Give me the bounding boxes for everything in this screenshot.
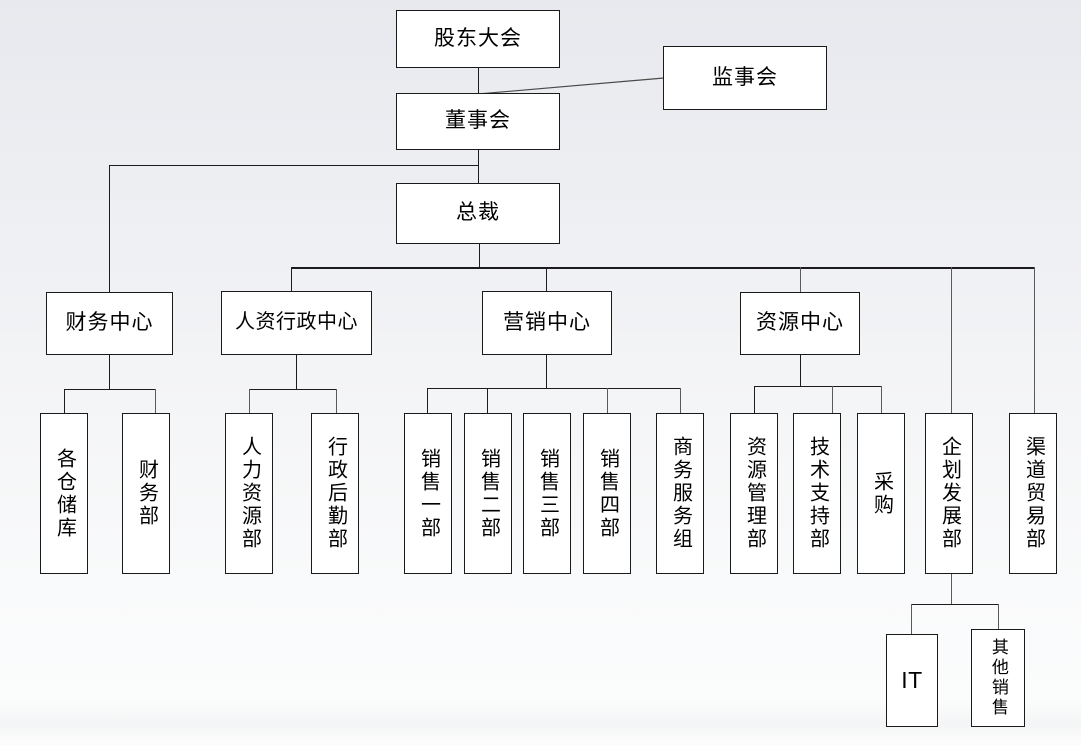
president-bus (291, 267, 1034, 269)
node-warehouses-label: 各仓储库 (53, 447, 76, 540)
edge-shareholders-to-board (478, 68, 479, 93)
edge-board-to-finance-center (109, 165, 110, 292)
edge-resource-to-procurement (881, 386, 882, 413)
node-sales-dept-2[interactable]: 销售二部 (464, 413, 512, 574)
edge-shareholders-to-supervisors (477, 77, 665, 95)
node-finance-center-label: 财务中心 (65, 311, 154, 335)
edge-resource-to-tech-support (832, 386, 833, 413)
edge-planning-to-other-sales (998, 604, 999, 634)
node-sales-dept-3[interactable]: 销售三部 (523, 413, 571, 574)
node-channel-trade-dept[interactable]: 渠道贸易部 (1009, 413, 1057, 574)
edge-hr-to-admin-dept (336, 389, 337, 413)
edge-president-to-resource-center (800, 267, 801, 292)
node-warehouses[interactable]: 各仓储库 (40, 413, 88, 574)
edge-planning-to-it (911, 604, 912, 634)
node-sales-dept-1-label: 销售一部 (417, 447, 440, 540)
edge-finance-to-warehouses (64, 389, 65, 413)
edge-board-bus-left (109, 165, 479, 166)
node-sales-dept-4[interactable]: 销售四部 (583, 413, 631, 574)
node-board-of-supervisors-label: 监事会 (712, 65, 778, 89)
finance-center-bus (64, 389, 156, 390)
node-president-label: 总裁 (456, 201, 500, 225)
node-procurement-label: 采购 (870, 470, 893, 517)
hr-center-bus (249, 389, 337, 390)
planning-bus (911, 604, 999, 605)
node-president[interactable]: 总裁 (396, 183, 560, 244)
node-human-resources-dept[interactable]: 人力资源部 (225, 413, 273, 574)
node-marketing-center[interactable]: 营销中心 (482, 291, 612, 355)
edge-resource-to-resource-mgmt (754, 386, 755, 413)
edge-president-to-planning-dept (951, 267, 952, 413)
edge-board-to-president (478, 150, 479, 183)
node-technical-support-dept[interactable]: 技术支持部 (793, 413, 841, 574)
node-resource-management-dept[interactable]: 资源管理部 (730, 413, 778, 574)
node-sales-dept-4-label: 销售四部 (596, 447, 619, 540)
node-planning-development-dept[interactable]: 企划发展部 (925, 413, 973, 574)
node-finance-center[interactable]: 财务中心 (46, 292, 173, 355)
node-admin-logistics-dept-label: 行政后勤部 (324, 436, 347, 551)
edge-marketing-to-business-service (680, 388, 681, 413)
node-other-sales[interactable]: 其他销售 (971, 629, 1025, 727)
edge-president-to-marketing-center (546, 267, 547, 291)
node-technical-support-dept-label: 技术支持部 (806, 436, 829, 551)
edge-marketing-center-stem (546, 355, 547, 388)
node-business-service-group[interactable]: 商务服务组 (656, 413, 704, 574)
edge-hr-center-stem (296, 355, 297, 389)
node-board-of-supervisors[interactable]: 监事会 (663, 46, 827, 110)
edge-marketing-to-sales4 (607, 388, 608, 413)
node-it-label: IT (901, 666, 923, 693)
node-sales-dept-1[interactable]: 销售一部 (404, 413, 452, 574)
node-sales-dept-2-label: 销售二部 (477, 447, 500, 540)
node-other-sales-label: 其他销售 (988, 638, 1008, 718)
edge-marketing-to-sales2 (487, 388, 488, 413)
resource-center-bus (754, 386, 882, 387)
node-finance-dept[interactable]: 财务部 (122, 413, 170, 574)
node-planning-development-dept-label: 企划发展部 (938, 436, 961, 551)
node-marketing-center-label: 营销中心 (503, 310, 591, 334)
node-admin-logistics-dept[interactable]: 行政后勤部 (311, 413, 359, 574)
node-board-of-directors[interactable]: 董事会 (396, 93, 560, 150)
node-board-of-directors-label: 董事会 (445, 109, 511, 133)
node-resource-center-label: 资源中心 (756, 311, 844, 335)
node-sales-dept-3-label: 销售三部 (536, 447, 559, 540)
node-it[interactable]: IT (886, 634, 938, 727)
node-shareholders-meeting-label: 股东大会 (434, 26, 522, 50)
edge-resource-center-stem (800, 355, 801, 386)
marketing-center-bus (427, 388, 681, 389)
edge-finance-center-stem (109, 355, 110, 389)
edge-finance-to-finance-dept (155, 389, 156, 413)
edge-hr-to-hr-dept (249, 389, 250, 413)
node-finance-dept-label: 财务部 (135, 459, 158, 528)
node-channel-trade-dept-label: 渠道贸易部 (1022, 436, 1045, 551)
edge-president-stem (479, 244, 480, 268)
edge-president-to-hr-center (291, 267, 292, 292)
node-hr-admin-center[interactable]: 人资行政中心 (221, 291, 372, 355)
node-resource-center[interactable]: 资源中心 (740, 292, 860, 355)
node-business-service-group-label: 商务服务组 (669, 436, 692, 551)
node-human-resources-dept-label: 人力资源部 (238, 436, 261, 551)
node-hr-admin-center-label: 人资行政中心 (235, 311, 358, 334)
edge-planning-stem (951, 574, 952, 604)
node-shareholders-meeting[interactable]: 股东大会 (396, 10, 560, 68)
node-resource-management-dept-label: 资源管理部 (743, 436, 766, 551)
edge-president-to-channel-dept (1034, 267, 1035, 413)
edge-marketing-to-sales1 (427, 388, 428, 413)
node-procurement[interactable]: 采购 (857, 413, 905, 574)
